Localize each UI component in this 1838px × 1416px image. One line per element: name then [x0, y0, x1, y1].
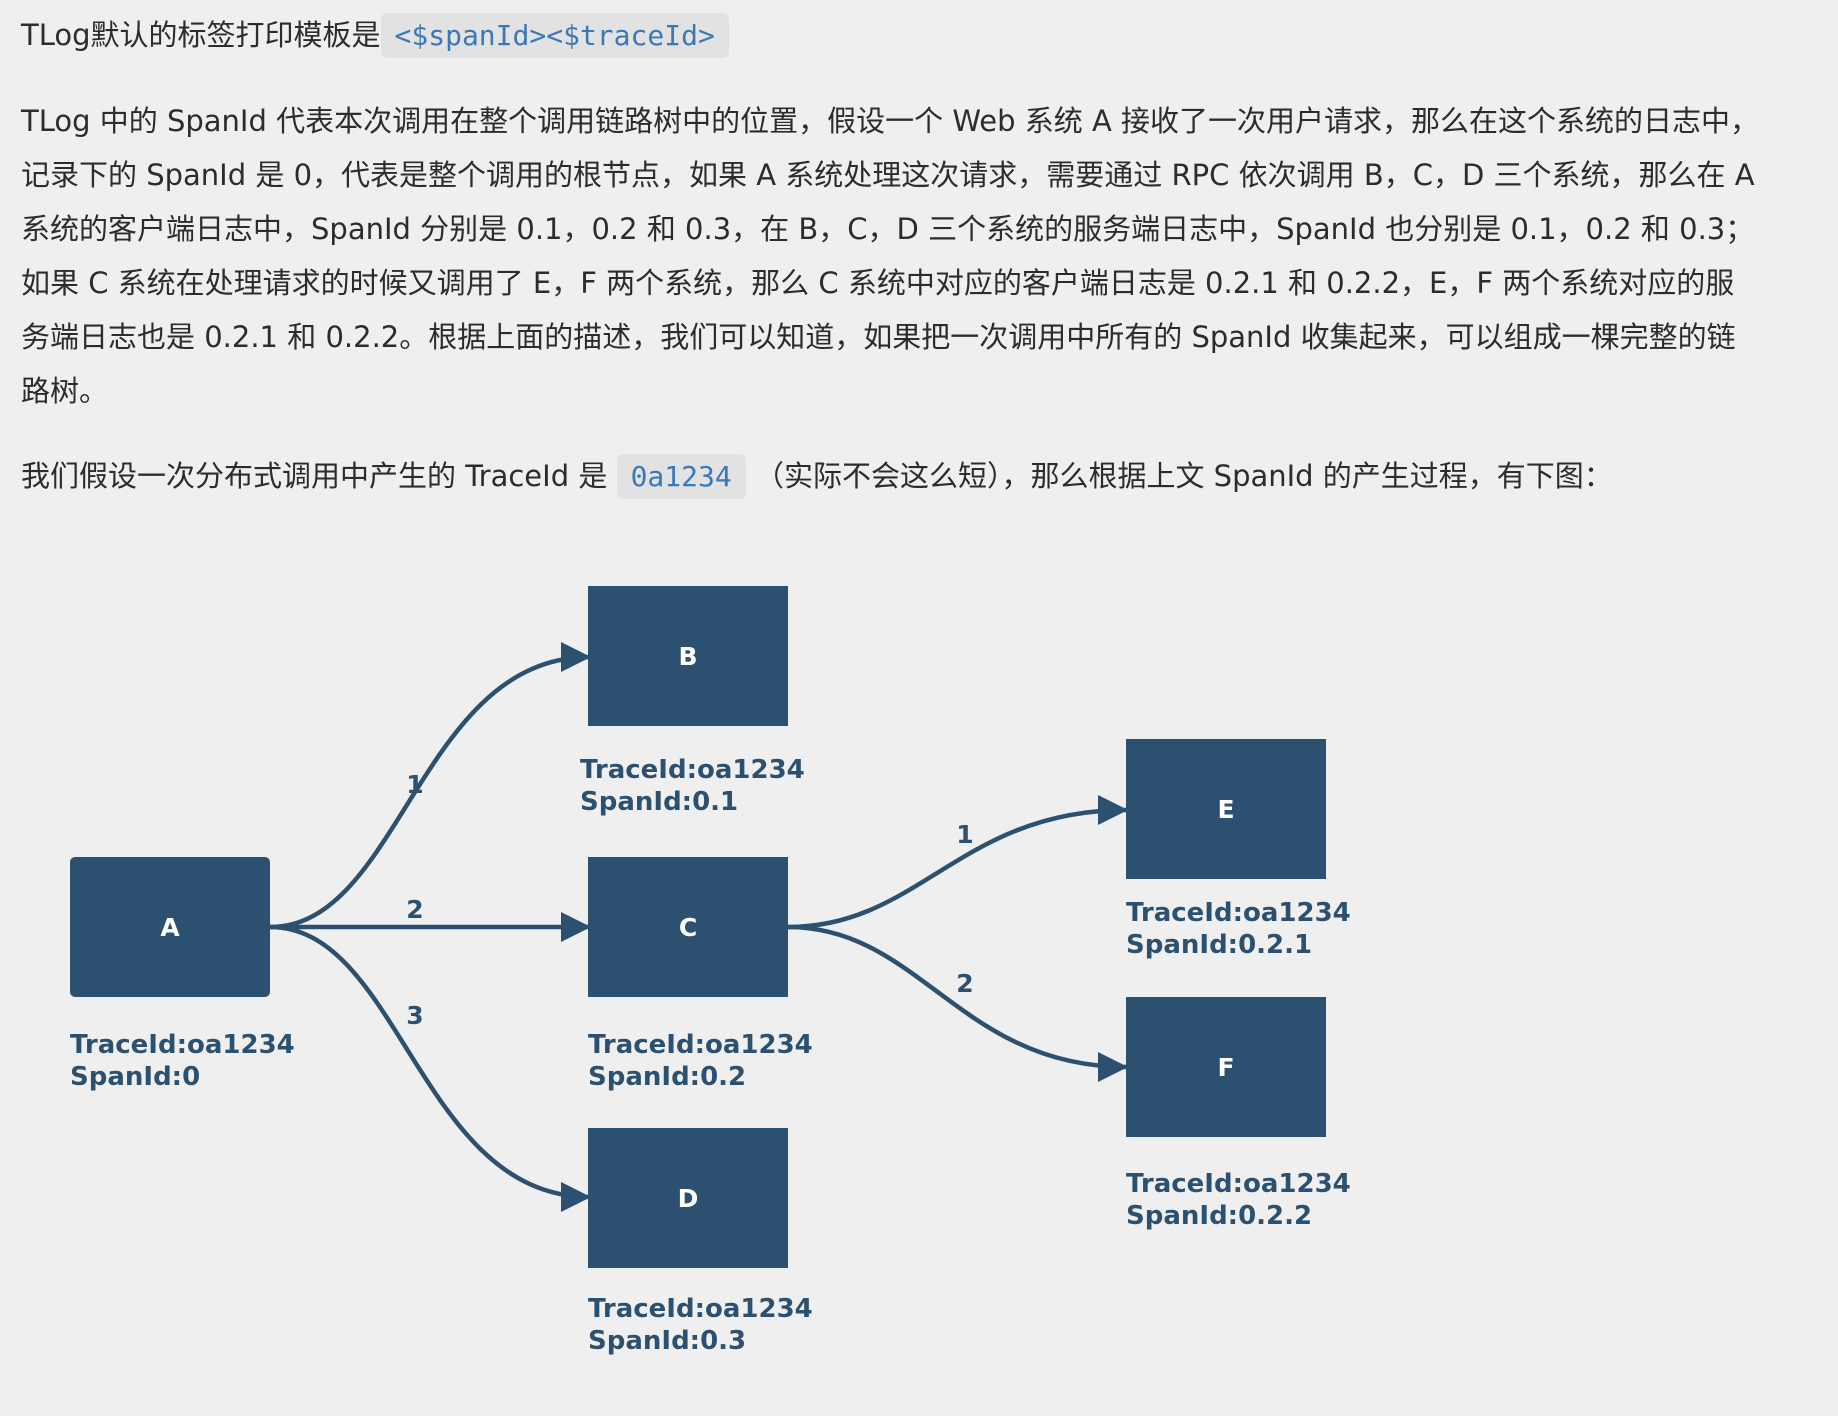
edge-label-a-d: 3 [406, 1001, 423, 1030]
assumption-prefix: 我们假设一次分布式调用中产生的 TraceId 是 [21, 459, 608, 493]
node-b-label: B [678, 642, 697, 671]
node-f-spanid: SpanId:0.2.2 [1126, 1201, 1312, 1231]
explanation-paragraph: TLog 中的 SpanId 代表本次调用在整个调用链路树中的位置，假设一个 W… [21, 104, 1760, 408]
node-c-spanid: SpanId:0.2 [588, 1062, 746, 1092]
template-code: <$spanId><$traceId> [380, 13, 729, 58]
node-f: F TraceId:oa1234 SpanId:0.2.2 [1126, 997, 1351, 1231]
edge-a-d [269, 924, 591, 1212]
node-d-label: D [678, 1184, 699, 1213]
edge-label-a-c: 2 [406, 895, 423, 924]
node-e-label: E [1217, 795, 1234, 824]
intro-line: TLog默认的标签打印模板是<$spanId><$traceId> [21, 8, 1761, 63]
node-d: D TraceId:oa1234 SpanId:0.3 [588, 1128, 813, 1356]
edge-label-c-f: 2 [956, 969, 973, 998]
node-e-spanid: SpanId:0.2.1 [1126, 930, 1312, 960]
node-f-traceid: TraceId:oa1234 [1126, 1169, 1351, 1199]
edge-c-e [787, 795, 1128, 930]
node-f-label: F [1217, 1053, 1234, 1082]
node-e-traceid: TraceId:oa1234 [1126, 898, 1351, 928]
node-c-label: C [679, 913, 697, 942]
node-a-traceid: TraceId:oa1234 [70, 1030, 295, 1060]
node-b-spanid: SpanId:0.1 [580, 787, 738, 817]
node-c-traceid: TraceId:oa1234 [588, 1030, 813, 1060]
assumption-suffix: （实际不会这么短），那么根据上文 SpanId 的产生过程，有下图： [754, 459, 1613, 493]
node-b: B TraceId:oa1234 SpanId:0.1 [580, 586, 805, 817]
node-d-traceid: TraceId:oa1234 [588, 1294, 813, 1324]
edge-label-c-e: 1 [956, 820, 973, 849]
node-b-traceid: TraceId:oa1234 [580, 755, 805, 785]
node-e: E TraceId:oa1234 SpanId:0.2.1 [1126, 739, 1351, 960]
node-d-spanid: SpanId:0.3 [588, 1326, 746, 1356]
edge-label-a-b: 1 [406, 770, 423, 799]
traceid-code: 0a1234 [616, 454, 746, 499]
assumption-line: 我们假设一次分布式调用中产生的 TraceId 是 0a1234 （实际不会这么… [21, 449, 1761, 504]
edge-a-b [269, 642, 591, 930]
node-c: C TraceId:oa1234 SpanId:0.2 [588, 857, 813, 1092]
span-tree-diagram: 1 2 3 1 2 A TraceId:oa1234 SpanId:0 B Tr… [70, 586, 1351, 1356]
node-a-spanid: SpanId:0 [70, 1062, 200, 1092]
intro-text: TLog默认的标签打印模板是 [21, 18, 381, 52]
edge-c-f [787, 924, 1128, 1082]
node-a: A TraceId:oa1234 SpanId:0 [70, 857, 295, 1092]
node-a-label: A [160, 913, 180, 942]
